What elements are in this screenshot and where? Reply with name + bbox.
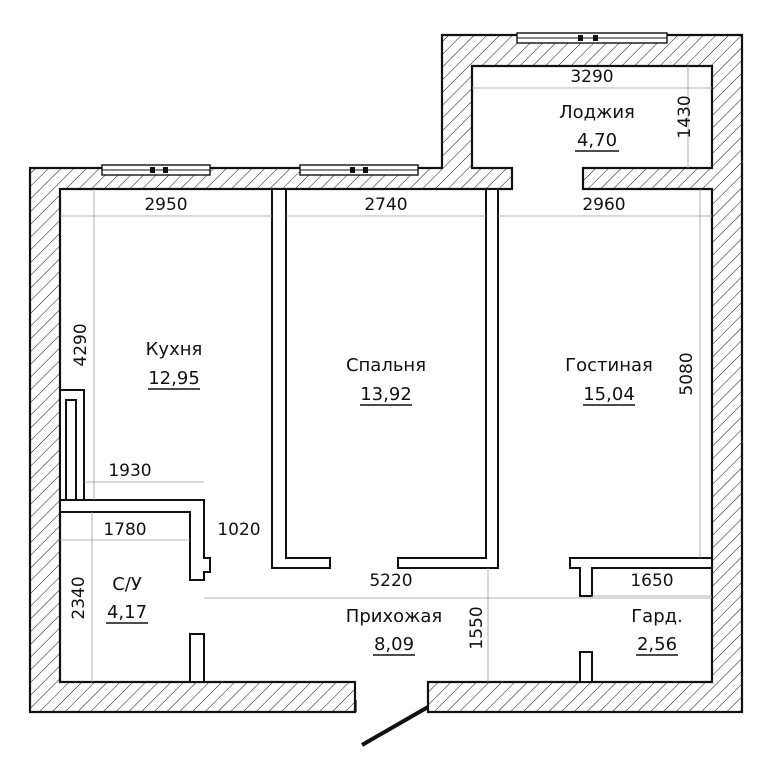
dim-loggia-depth: 1430	[675, 95, 695, 138]
dim-bedroom-width: 2740	[364, 195, 407, 215]
window-kitchen	[101, 164, 211, 176]
room-loggia: Лоджия 4,70	[559, 102, 635, 152]
room-bathroom: С/У 4,17	[106, 574, 148, 624]
room-area: 4,17	[107, 602, 147, 623]
dimension-lines	[60, 66, 712, 682]
wall-bedroom-living	[397, 188, 499, 569]
room-area: 4,70	[577, 130, 617, 151]
room-living: Гостиная 15,04	[565, 355, 653, 406]
room-area: 13,92	[360, 384, 412, 405]
dim-hall-depth: 1550	[467, 606, 487, 649]
dim-bath-width: 1780	[103, 520, 146, 540]
room-hallway: Прихожая 8,09	[346, 606, 442, 656]
dim-corridor-gap: 1020	[217, 520, 260, 540]
room-name: Кухня	[146, 339, 203, 360]
room-name: Гостиная	[565, 355, 653, 376]
room-bedroom: Спальня 13,92	[346, 355, 426, 406]
room-area: 15,04	[583, 384, 635, 405]
room-area: 12,95	[148, 368, 200, 389]
dim-loggia-width: 3290	[570, 67, 613, 87]
wall-closet-bottom	[579, 651, 593, 683]
dim-living-width: 2960	[582, 195, 625, 215]
dim-closet-width: 1650	[630, 571, 673, 591]
kitchen-niche	[59, 389, 85, 501]
room-name: С/У	[112, 574, 142, 595]
window-bedroom	[299, 164, 419, 176]
room-name: Прихожая	[346, 606, 442, 627]
room-kitchen: Кухня 12,95	[146, 339, 203, 390]
room-name: Гард.	[631, 606, 683, 627]
window-loggia	[516, 32, 668, 44]
room-name: Спальня	[346, 355, 426, 376]
windows	[101, 32, 668, 176]
wall-kitchen-bedroom	[271, 188, 331, 569]
room-closet: Гард. 2,56	[631, 606, 683, 656]
dimension-labels: 3290 1430 2950 2740 2960 4290 5080 1930 …	[69, 67, 697, 650]
wall-kitchen-bath	[59, 499, 211, 581]
room-name: Лоджия	[559, 102, 635, 123]
room-area: 8,09	[374, 634, 414, 655]
dim-living-depth: 5080	[677, 352, 697, 395]
wall-bath-bottom	[189, 633, 205, 683]
dim-kitchen-inner: 1930	[108, 461, 151, 481]
room-area: 2,56	[637, 634, 677, 655]
entrance-door	[355, 700, 429, 747]
dim-bath-depth: 2340	[69, 576, 89, 619]
dim-kitchen-depth: 4290	[71, 323, 91, 366]
dim-kitchen-width: 2950	[144, 195, 187, 215]
room-labels: Лоджия 4,70 Кухня 12,95 Спальня 13,92 Го…	[106, 102, 683, 656]
interior-walls	[59, 188, 713, 683]
dim-hall-width: 5220	[369, 571, 412, 591]
